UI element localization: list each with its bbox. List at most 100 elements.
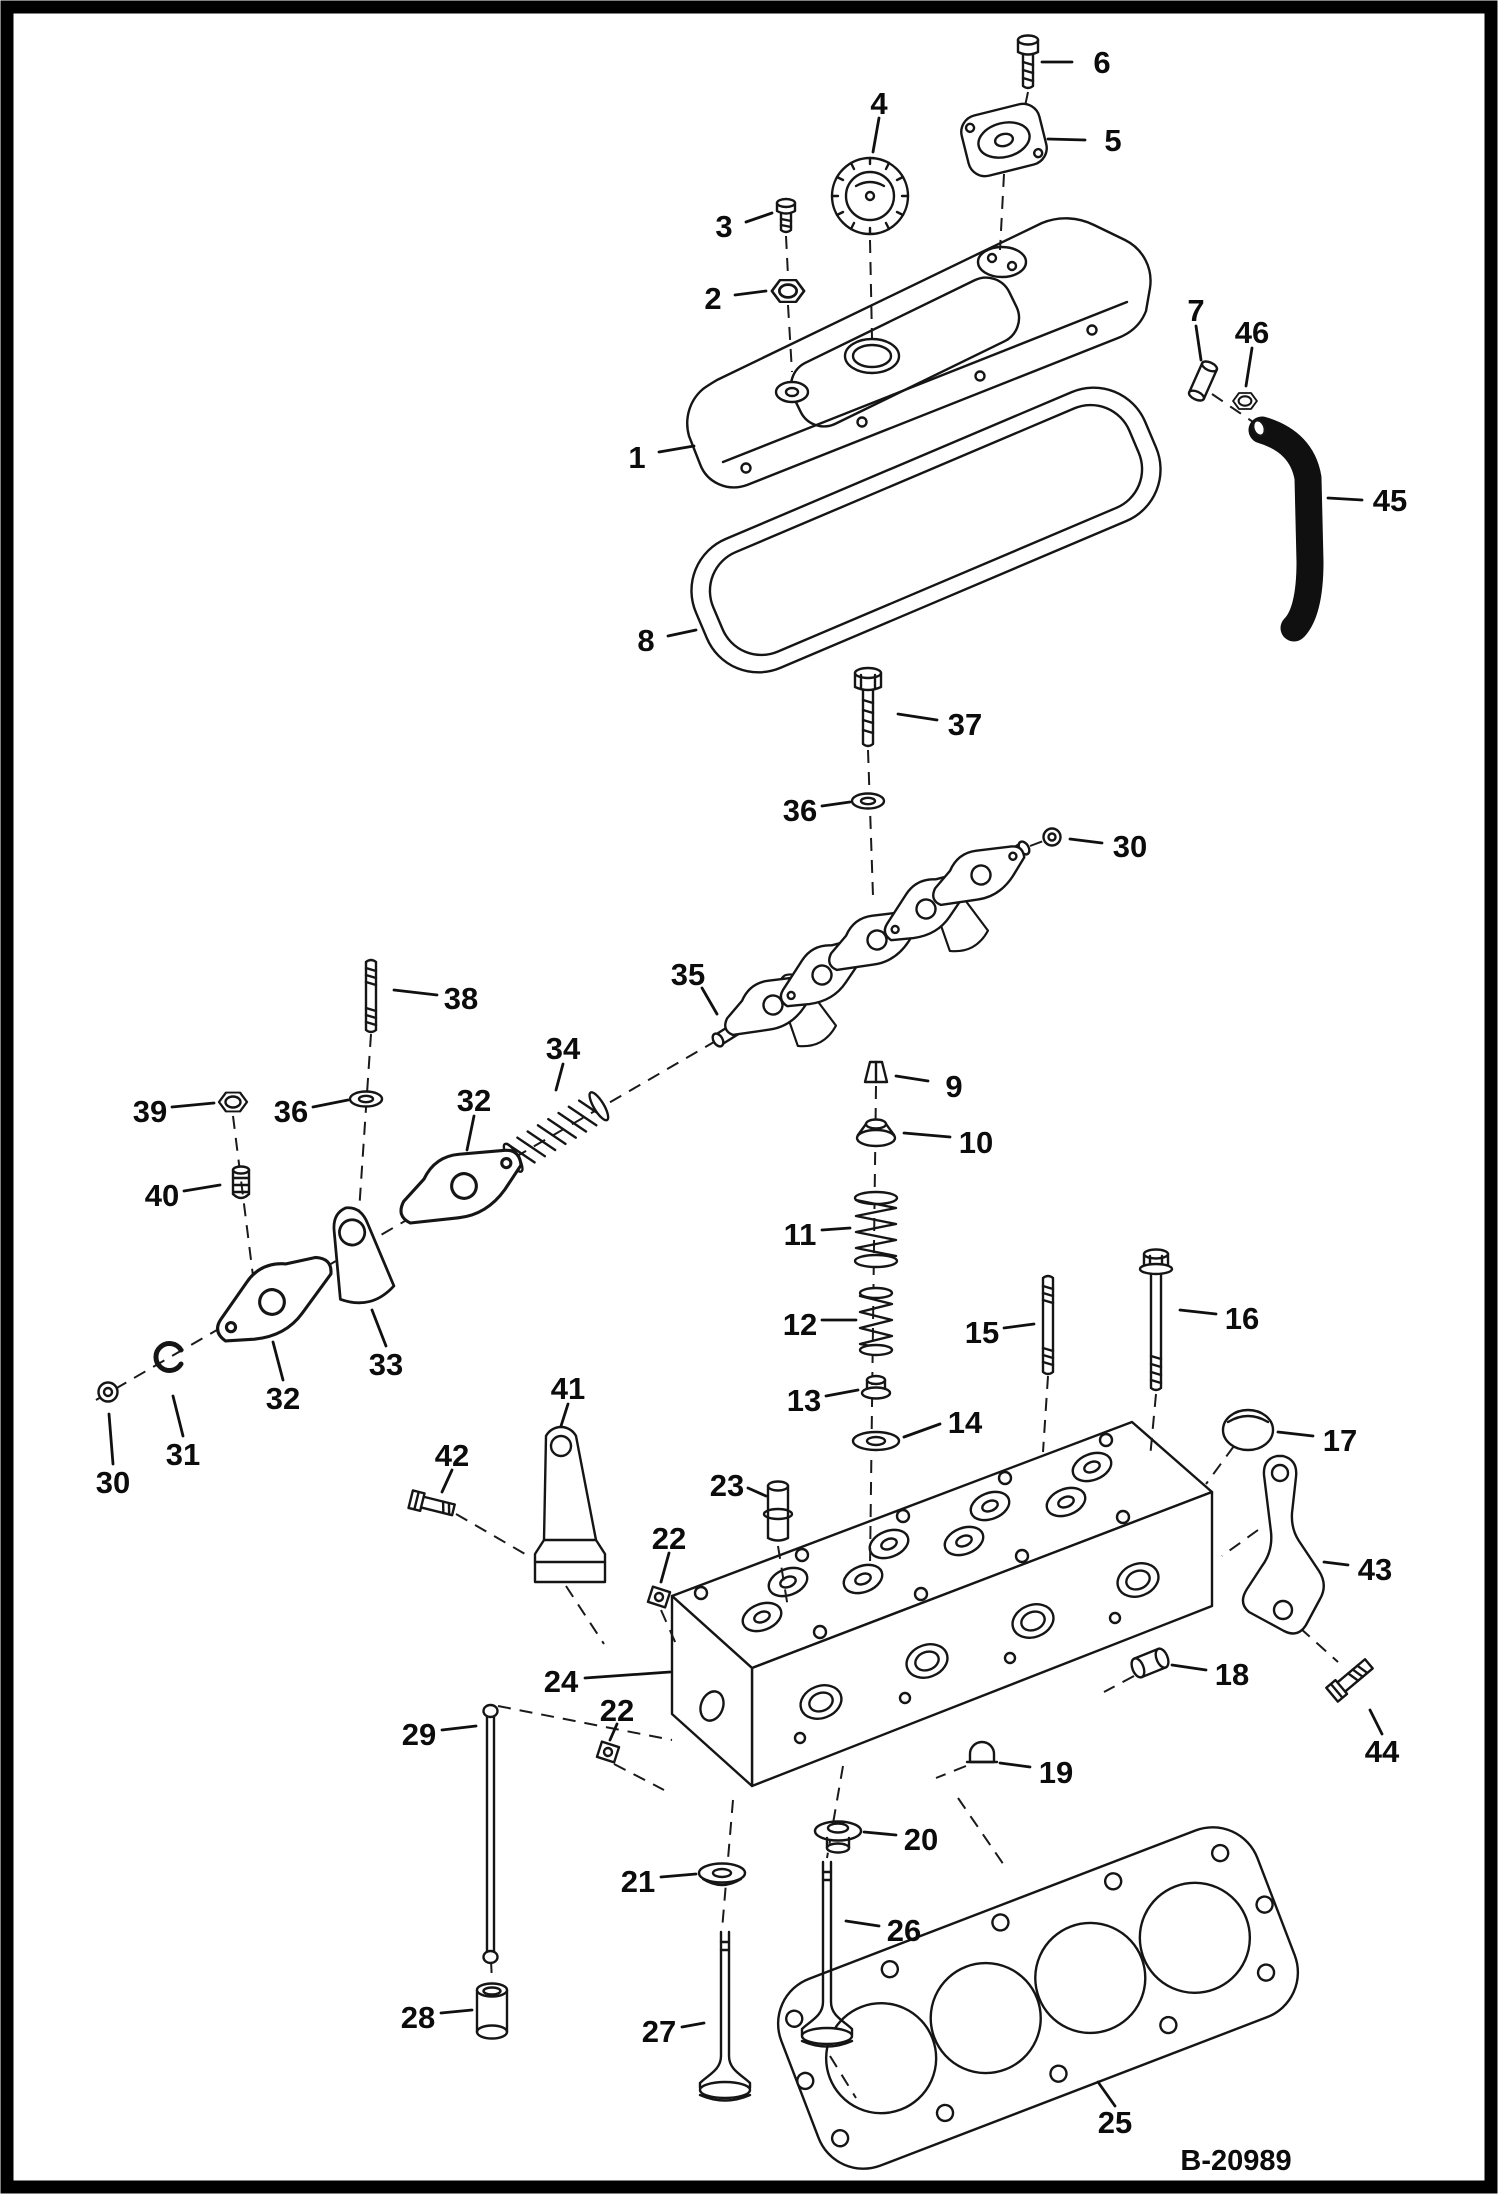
valve-stem-seal-part xyxy=(860,1374,892,1400)
callout-6: 6 xyxy=(1093,45,1110,80)
snap-ring-part xyxy=(153,1341,184,1373)
callout-45: 45 xyxy=(1373,483,1407,518)
center-line xyxy=(358,1033,372,1213)
center-line xyxy=(829,2055,857,2099)
leader-line xyxy=(311,1098,350,1109)
callout-24: 24 xyxy=(544,1664,579,1699)
leader-line xyxy=(583,1670,672,1680)
callout-26: 26 xyxy=(887,1913,921,1948)
leader-line xyxy=(107,1412,115,1466)
cup-plug-part xyxy=(1221,1408,1275,1452)
callout-32: 32 xyxy=(457,1083,491,1118)
callout-16: 16 xyxy=(1225,1301,1259,1336)
leader-line xyxy=(170,1101,216,1109)
callout-30b: 30 xyxy=(96,1465,130,1500)
figure-reference: B-20989 xyxy=(1180,2145,1291,2177)
lifting-bracket-part xyxy=(533,1425,607,1584)
callout-22b: 22 xyxy=(600,1693,634,1728)
bracket-bolt-part xyxy=(407,1489,456,1517)
callout-7: 7 xyxy=(1187,293,1204,328)
callout-38: 38 xyxy=(444,981,478,1016)
leader-line xyxy=(700,986,719,1016)
callout-13: 13 xyxy=(787,1383,821,1418)
center-line xyxy=(1042,1375,1049,1453)
callout-9: 9 xyxy=(945,1069,962,1104)
valve-cover-part xyxy=(686,217,1152,489)
rocker-shaft-assembly-part xyxy=(711,826,1035,1054)
callout-36: 36 xyxy=(783,793,817,828)
callout-22: 22 xyxy=(652,1521,686,1556)
callout-20: 20 xyxy=(904,1822,938,1857)
leader-line xyxy=(1096,2080,1117,2108)
lock-washer-part xyxy=(850,792,886,810)
shaft-bolt-part xyxy=(853,666,883,748)
shaft-end-washer-part xyxy=(97,1381,119,1403)
leader-line xyxy=(824,1388,860,1398)
center-line xyxy=(867,749,874,897)
leader-line xyxy=(1322,1560,1350,1567)
callout-36b: 36 xyxy=(274,1094,308,1129)
leader-lines xyxy=(107,60,1384,2108)
center-line xyxy=(660,1609,677,1645)
callout-4: 4 xyxy=(870,86,888,121)
leader-line xyxy=(657,444,696,454)
leader-line xyxy=(680,2021,706,2029)
callout-labels: 6 4 5 3 2 1 7 46 45 8 37 36 30 35 38 39 … xyxy=(96,45,1407,2140)
center-line xyxy=(455,1513,533,1559)
side-plug-part xyxy=(1130,1647,1170,1679)
callout-43: 43 xyxy=(1358,1552,1392,1587)
spring-seat-part xyxy=(851,1430,901,1452)
leader-line xyxy=(902,1131,952,1139)
leader-line xyxy=(659,1551,671,1584)
leader-line xyxy=(392,988,439,997)
cylinder-head-part xyxy=(670,1420,1214,1788)
oil-filler-cap-part xyxy=(830,156,910,236)
stand-stud-part xyxy=(364,958,378,1034)
head-gasket-part xyxy=(776,1826,1300,2170)
callout-42: 42 xyxy=(435,1438,469,1473)
leader-line xyxy=(1244,346,1254,388)
leader-line xyxy=(271,1340,285,1382)
adjusting-screw-part xyxy=(231,1165,251,1200)
leader-line xyxy=(1276,1430,1315,1438)
center-line xyxy=(777,1545,789,1609)
adjuster-nut-part xyxy=(217,1091,249,1113)
outer-valve-spring-part xyxy=(853,1190,899,1269)
callout-18: 18 xyxy=(1215,1657,1249,1692)
callout-41: 41 xyxy=(551,1371,585,1406)
leader-line xyxy=(666,628,698,638)
callout-17: 17 xyxy=(1323,1423,1357,1458)
callout-29: 29 xyxy=(402,1717,436,1752)
callout-2: 2 xyxy=(704,281,721,316)
intake-valve-part xyxy=(800,1860,854,2048)
leader-line xyxy=(659,1872,698,1879)
callout-5: 5 xyxy=(1104,123,1121,158)
callout-34: 34 xyxy=(546,1031,581,1066)
leader-line xyxy=(1368,1708,1384,1736)
exhaust-valve-part xyxy=(698,1930,752,2102)
callout-39: 39 xyxy=(133,1094,167,1129)
center-line xyxy=(826,1765,844,1859)
callout-19: 19 xyxy=(1039,1755,1073,1790)
callout-25: 25 xyxy=(1098,2105,1132,2140)
callout-10: 10 xyxy=(959,1125,993,1160)
center-line xyxy=(1221,1529,1259,1557)
breather-bolt-part xyxy=(1016,34,1040,90)
leader-line xyxy=(1178,1308,1218,1316)
center-line xyxy=(1149,1393,1157,1459)
leader-line xyxy=(998,1761,1032,1769)
callout-27: 27 xyxy=(642,2014,676,2049)
leader-line xyxy=(171,1394,185,1438)
callout-23: 23 xyxy=(710,1468,744,1503)
leader-line xyxy=(439,2008,474,2015)
center-line xyxy=(869,239,873,339)
push-rod-part xyxy=(482,1703,499,1965)
center-line xyxy=(565,1585,605,1645)
callout-21: 21 xyxy=(621,1864,655,1899)
leader-line xyxy=(733,289,768,297)
spring-retainer-part xyxy=(855,1118,897,1148)
center-line xyxy=(1205,1445,1235,1485)
leader-line xyxy=(370,1308,388,1348)
leader-line xyxy=(182,1183,222,1193)
